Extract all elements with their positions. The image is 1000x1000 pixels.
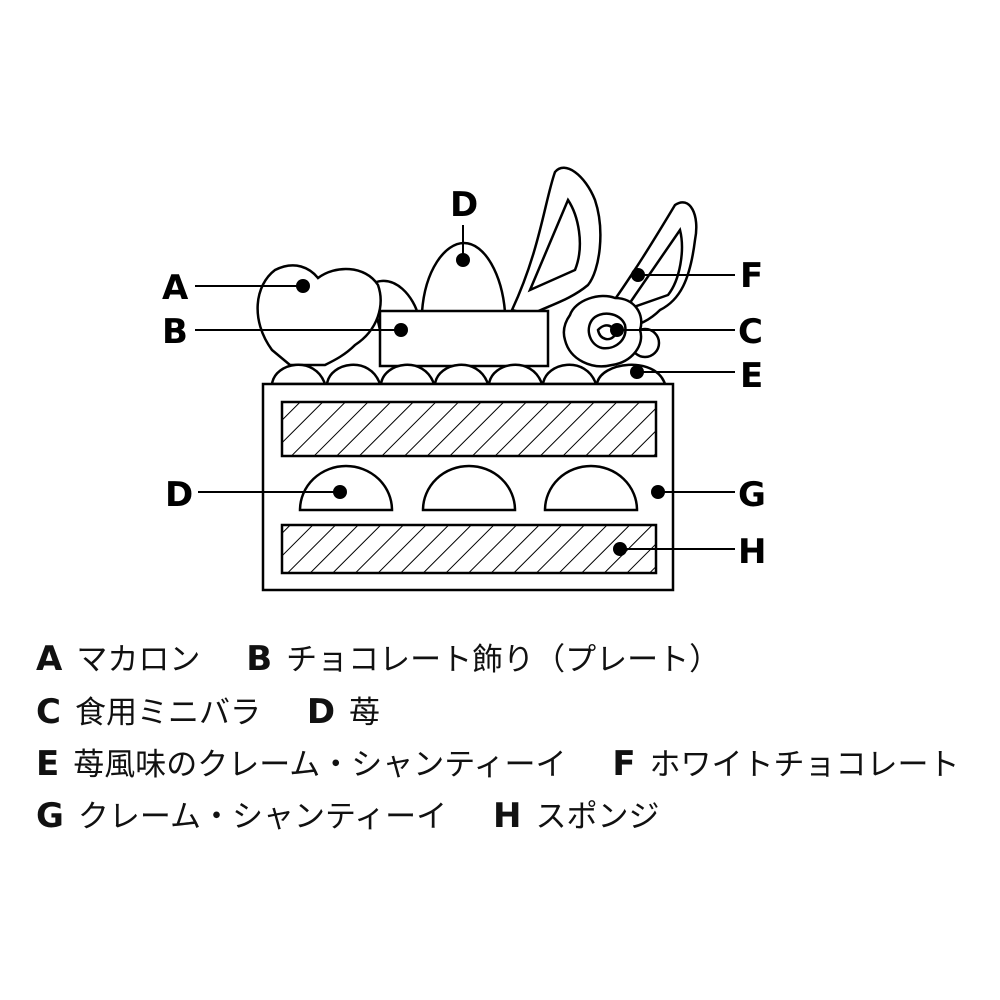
label-b: B	[162, 312, 188, 352]
legend-text: 食用ミニバラ	[74, 695, 261, 731]
legend-text: ホワイトチョコレート	[649, 747, 960, 783]
leader-lines	[195, 225, 735, 550]
legend-key: E	[36, 744, 60, 784]
chocolate-plate	[378, 309, 550, 368]
strawberry-half-2	[421, 464, 517, 512]
legend-text: マカロン	[76, 642, 201, 678]
edible-rose	[562, 294, 643, 368]
legend-key: H	[493, 796, 522, 836]
legend-text: 苺	[349, 695, 381, 731]
legend-key: D	[306, 692, 336, 732]
label-e: E	[740, 356, 763, 396]
label-f: F	[740, 256, 763, 296]
marker-dots	[296, 253, 665, 556]
legend-key: A	[36, 639, 63, 679]
legend-row-4: G クレーム・シャンティーイ H スポンジ	[36, 791, 659, 836]
legend-key: G	[36, 796, 64, 836]
label-c: C	[738, 312, 763, 352]
legend-text: クレーム・シャンティーイ	[77, 799, 448, 835]
legend-row-3: E 苺風味のクレーム・シャンティーイ F ホワイトチョコレート	[36, 739, 960, 784]
sponge-layer-bottom	[280, 523, 658, 575]
legend-text: スポンジ	[535, 799, 660, 835]
legend-text: 苺風味のクレーム・シャンティーイ	[73, 747, 567, 783]
sponge-layer-top	[280, 400, 658, 458]
strawberry-cream-bumps	[270, 363, 667, 386]
legend-key: F	[612, 744, 636, 784]
label-d-top: D	[450, 185, 478, 225]
strawberry-half-1	[298, 464, 394, 512]
label-h: H	[738, 532, 766, 572]
legend-text: チョコレート飾り（プレート）	[286, 642, 721, 678]
label-d-left: D	[165, 475, 193, 515]
macaron-heart	[256, 264, 382, 367]
label-g: G	[738, 475, 766, 515]
legend-key: C	[36, 692, 61, 732]
legend-row-1: A マカロン B チョコレート飾り（プレート）	[36, 634, 720, 679]
strawberry-top	[420, 241, 507, 314]
legend-key: B	[246, 639, 273, 679]
white-chocolate-wing-1-inner	[527, 197, 582, 293]
label-a: A	[162, 268, 189, 308]
strawberry-half-3	[543, 464, 639, 512]
white-chocolate-wing-2-inner	[621, 227, 684, 313]
